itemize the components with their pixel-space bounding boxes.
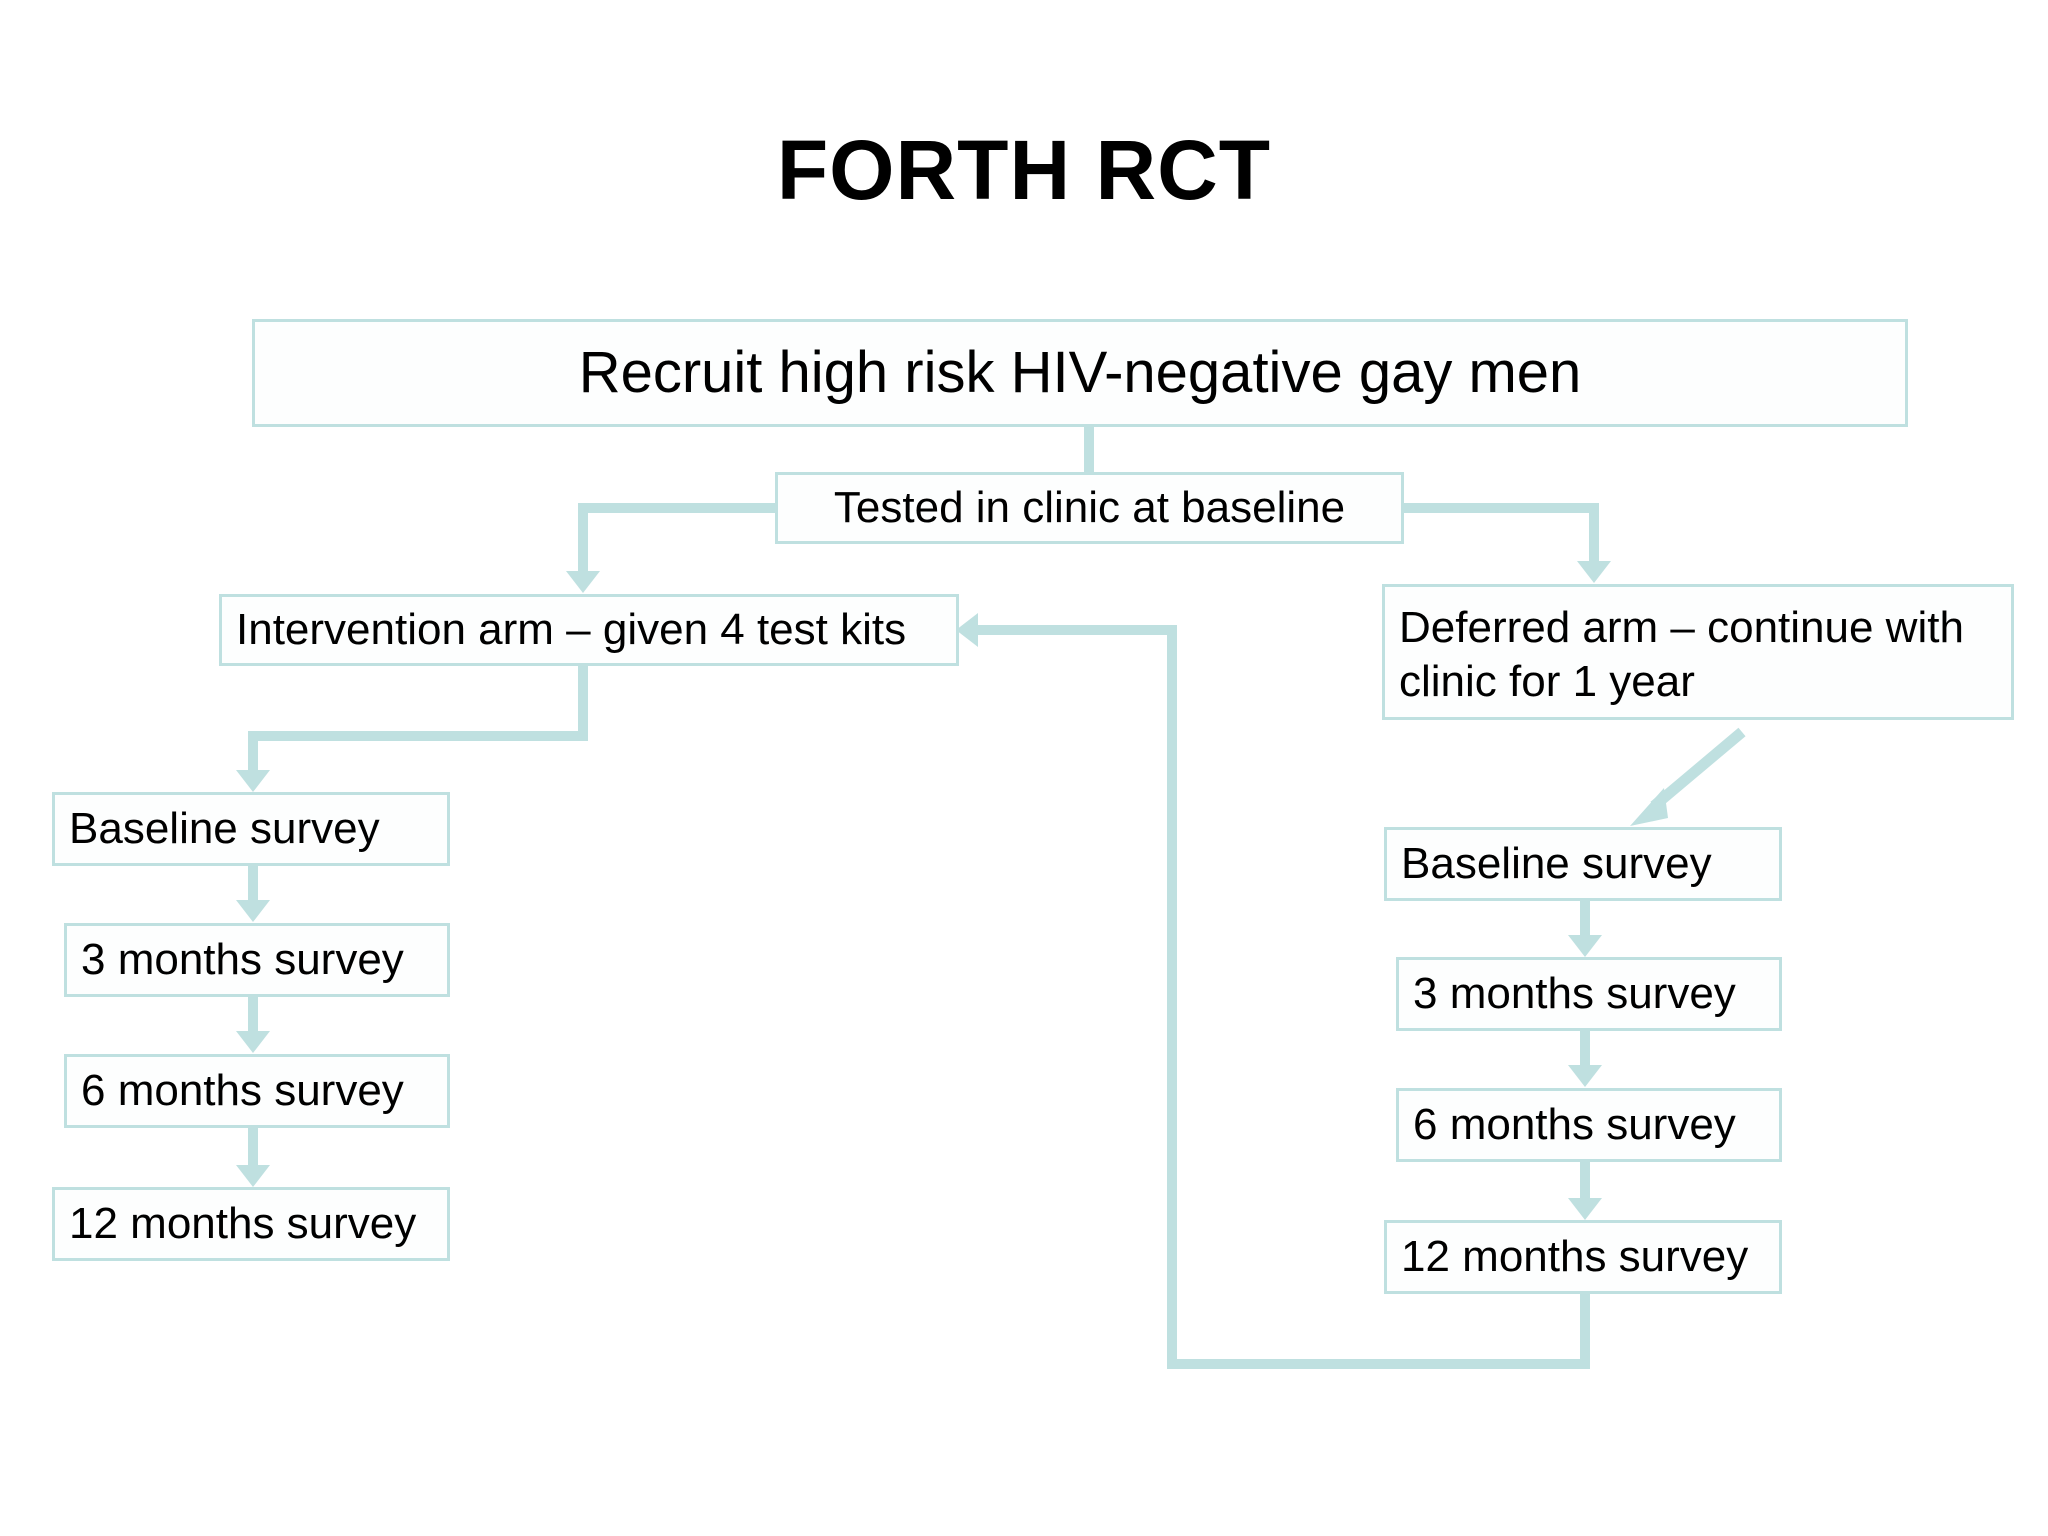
connector-left-3m-to-6m (248, 997, 258, 1031)
node-left-3-months-survey[interactable]: 3 months survey (64, 923, 450, 997)
arrowhead-loopback-intervention-arm (956, 613, 978, 647)
node-right-baseline-survey-label: Baseline survey (1401, 839, 1712, 889)
connector-tested-right-horizontal (1400, 503, 1599, 513)
arrowhead-right-6-months-survey (1568, 1065, 1602, 1087)
node-intervention-arm-label: Intervention arm – given 4 test kits (236, 605, 907, 655)
connector-loopback-down (1580, 1294, 1590, 1369)
node-right-12-months-survey[interactable]: 12 months survey (1384, 1220, 1782, 1294)
node-right-3-months-survey[interactable]: 3 months survey (1396, 957, 1782, 1031)
node-intervention-arm[interactable]: Intervention arm – given 4 test kits (219, 594, 959, 666)
connector-intervention-down (578, 666, 588, 731)
arrowhead-left-12-months-survey (236, 1165, 270, 1187)
node-left-baseline-survey-label: Baseline survey (69, 804, 380, 854)
node-right-6-months-survey-label: 6 months survey (1413, 1100, 1736, 1150)
arrowhead-right-3-months-survey (1568, 935, 1602, 957)
node-right-6-months-survey[interactable]: 6 months survey (1396, 1088, 1782, 1162)
connector-left-base-to-3m (248, 866, 258, 900)
node-right-12-months-survey-label: 12 months survey (1401, 1232, 1749, 1282)
connector-loopback-up (1167, 630, 1177, 1359)
connector-right-6m-to-12m (1580, 1162, 1590, 1198)
node-left-6-months-survey[interactable]: 6 months survey (64, 1054, 450, 1128)
node-tested-baseline[interactable]: Tested in clinic at baseline (775, 472, 1404, 544)
connector-right-base-to-3m (1580, 901, 1590, 935)
node-right-3-months-survey-label: 3 months survey (1413, 969, 1736, 1019)
connector-loopback-to-intervention (978, 625, 1177, 635)
node-right-baseline-survey[interactable]: Baseline survey (1384, 827, 1782, 901)
node-left-12-months-survey[interactable]: 12 months survey (52, 1187, 450, 1261)
connector-tested-right-vertical (1589, 503, 1599, 561)
page-title: FORTH RCT (776, 123, 1272, 217)
arrowhead-to-deferred-arm (1577, 561, 1611, 583)
connector-right-3m-to-6m (1580, 1031, 1590, 1065)
node-deferred-arm-label-line2: clinic for 1 year (1399, 657, 1695, 706)
node-left-baseline-survey[interactable]: Baseline survey (52, 792, 450, 866)
connector-left-6m-to-12m (248, 1128, 258, 1165)
node-left-6-months-survey-label: 6 months survey (81, 1066, 404, 1116)
arrowhead-left-baseline-survey (236, 770, 270, 792)
arrowhead-right-12-months-survey (1568, 1198, 1602, 1220)
connector-intervention-to-baseline-vertical (248, 731, 258, 770)
connector-tested-left-horizontal (578, 503, 778, 513)
node-tested-baseline-label: Tested in clinic at baseline (833, 483, 1346, 533)
connector-deferred-to-right-baseline-diagonal (1620, 726, 1750, 830)
arrowhead-to-intervention-arm (566, 571, 600, 593)
node-left-12-months-survey-label: 12 months survey (69, 1199, 417, 1249)
node-recruit[interactable]: Recruit high risk HIV-negative gay men (252, 319, 1908, 427)
node-deferred-arm-label-line1: Deferred arm – continue with (1399, 603, 1964, 653)
connector-intervention-left-horizontal (248, 731, 588, 741)
arrowhead-left-3-months-survey (236, 900, 270, 922)
node-left-3-months-survey-label: 3 months survey (81, 935, 404, 985)
connector-recruit-to-tested (1084, 427, 1094, 474)
node-deferred-arm[interactable]: Deferred arm – continue with clinic for … (1382, 584, 2014, 720)
connector-loopback-bottom (1167, 1359, 1590, 1369)
node-recruit-label: Recruit high risk HIV-negative gay men (578, 339, 1582, 405)
connector-tested-left-vertical (578, 503, 588, 571)
arrowhead-left-6-months-survey (236, 1031, 270, 1053)
